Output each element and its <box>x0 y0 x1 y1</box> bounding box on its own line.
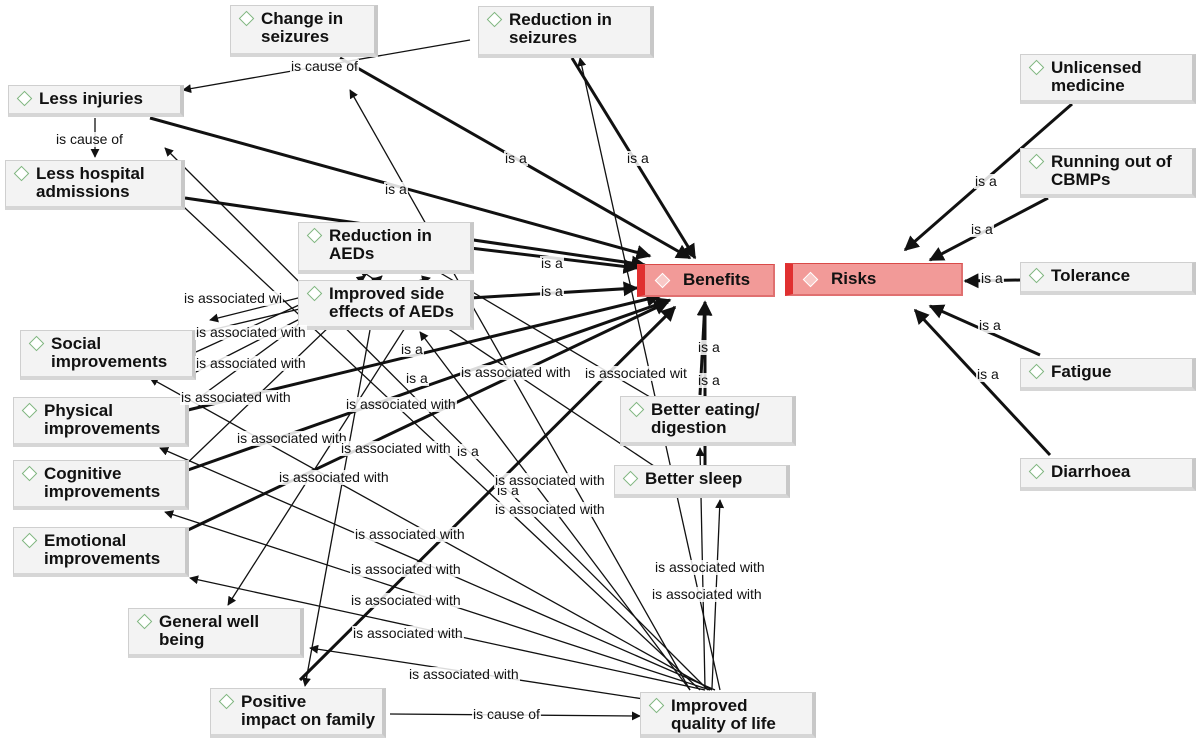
edge-label-is-a: is a <box>540 255 564 271</box>
edge-label-is-associated-with: is associated with <box>345 396 457 412</box>
relationship-edge <box>302 329 371 687</box>
edge-label-is-cause-of: is cause of <box>290 58 359 74</box>
node-general-well-being[interactable]: General well being <box>128 608 304 658</box>
code-icon <box>802 271 819 288</box>
node-less-hospital-admissions[interactable]: Less hospital admissions <box>5 160 185 210</box>
edge-label-is-associated-with: is associated with <box>354 526 466 542</box>
code-icon <box>654 272 671 289</box>
relationship-edge <box>913 308 1052 457</box>
edge-label-is-a: is a <box>978 317 1002 333</box>
edge-label-is-a: is a <box>970 221 994 237</box>
node-less-injuries[interactable]: Less injuries <box>8 85 184 117</box>
edge-label-is-associated-with: is associated with <box>350 592 462 608</box>
edge-label-is-associated-with: is associated wi <box>183 290 284 306</box>
edge-label-is-associated-with: is associated with <box>494 501 606 517</box>
node-fatigue[interactable]: Fatigue <box>1020 358 1196 391</box>
edge-label-is-a: is a <box>456 443 480 459</box>
edge-label-is-associated-with: is associated with <box>195 355 307 371</box>
node-cognitive-improvements[interactable]: Cognitive improvements <box>13 460 189 510</box>
code-icon <box>21 532 38 549</box>
node-improved-side-effects[interactable]: Improved side effects of AEDs <box>298 280 474 330</box>
relationship-edge <box>164 147 709 691</box>
relationship-edge <box>227 319 411 606</box>
node-running-out-cbmps[interactable]: Running out of CBMPs <box>1020 148 1196 198</box>
edge-label-is-a: is a <box>400 341 424 357</box>
edge-label-is-a: is a <box>504 150 528 166</box>
edge-label-is-associated-with: is associated wit <box>584 365 688 381</box>
edge-label-is-associated-with: is associated with <box>460 364 572 380</box>
edge-label-is-associated-with: is associated with <box>350 561 462 577</box>
code-icon <box>21 465 38 482</box>
node-emotional-improvements[interactable]: Emotional improvements <box>13 527 189 577</box>
code-icon <box>306 285 323 302</box>
edge-label-is-a: is a <box>976 366 1000 382</box>
edge-label-is-a: is a <box>384 181 408 197</box>
code-icon <box>648 697 665 714</box>
edge-label-is-a: is a <box>540 283 564 299</box>
code-icon <box>13 165 30 182</box>
code-icon <box>1028 363 1045 380</box>
node-improved-quality-of-life[interactable]: Improved quality of life <box>640 692 816 738</box>
edge-label-is-cause-of: is cause of <box>55 131 124 147</box>
node-reduction-in-seizures[interactable]: Reduction in seizures <box>478 6 654 58</box>
edge-label-is-a: is a <box>405 370 429 386</box>
edge-label-is-associated-with: is associated with <box>352 625 464 641</box>
code-icon <box>21 402 38 419</box>
edge-label-is-a: is a <box>974 173 998 189</box>
node-benefits[interactable]: Benefits <box>637 264 775 297</box>
edge-label-is-associated-with: is associated with <box>195 324 307 340</box>
node-social-improvements[interactable]: Social improvements <box>20 330 196 380</box>
code-icon <box>1028 153 1045 170</box>
edge-label-is-associated-with: is associated with <box>651 586 763 602</box>
edge-label-is-associated-with: is associated with <box>654 559 766 575</box>
code-icon <box>1028 463 1045 480</box>
edge-label-is-associated-with: is associated with <box>236 430 348 446</box>
edge-label-is-associated-with: is associated with <box>408 666 520 682</box>
code-icon <box>306 227 323 244</box>
node-diarrhoea[interactable]: Diarrhoea <box>1020 458 1196 491</box>
edge-label-is-a: is a <box>626 150 650 166</box>
code-icon <box>1028 267 1045 284</box>
code-icon <box>238 10 255 27</box>
node-unlicensed-medicine[interactable]: Unlicensed medicine <box>1020 54 1196 104</box>
edge-label-is-a: is a <box>697 372 721 388</box>
node-better-sleep[interactable]: Better sleep <box>614 465 790 498</box>
edge-label-is-associated-with: is associated with <box>278 469 390 485</box>
node-physical-improvements[interactable]: Physical improvements <box>13 397 189 447</box>
node-better-eating[interactable]: Better eating/ digestion <box>620 396 796 446</box>
edge-label-is-cause-of: is cause of <box>472 706 541 722</box>
code-icon <box>136 613 153 630</box>
node-reduction-in-aeds[interactable]: Reduction in AEDs <box>298 222 474 274</box>
code-icon <box>16 90 33 107</box>
node-tolerance[interactable]: Tolerance <box>1020 262 1196 295</box>
edge-label-is-associated-with: is associated with <box>340 440 452 456</box>
edge-label-is-a: is a <box>697 339 721 355</box>
code-icon <box>28 335 45 352</box>
code-icon <box>1028 59 1045 76</box>
edge-label-is-associated-with: is associated with <box>180 389 292 405</box>
node-positive-impact-family[interactable]: Positive impact on family <box>210 688 386 738</box>
code-icon <box>622 470 639 487</box>
edge-label-is-a: is a <box>980 270 1004 286</box>
node-change-in-seizures[interactable]: Change in seizures <box>230 5 378 57</box>
node-risks[interactable]: Risks <box>785 263 963 296</box>
code-icon <box>486 11 503 28</box>
code-icon <box>628 401 645 418</box>
relationship-edge <box>187 300 670 532</box>
code-icon <box>218 693 235 710</box>
edge-label-is-associated-with: is associated with <box>494 472 606 488</box>
